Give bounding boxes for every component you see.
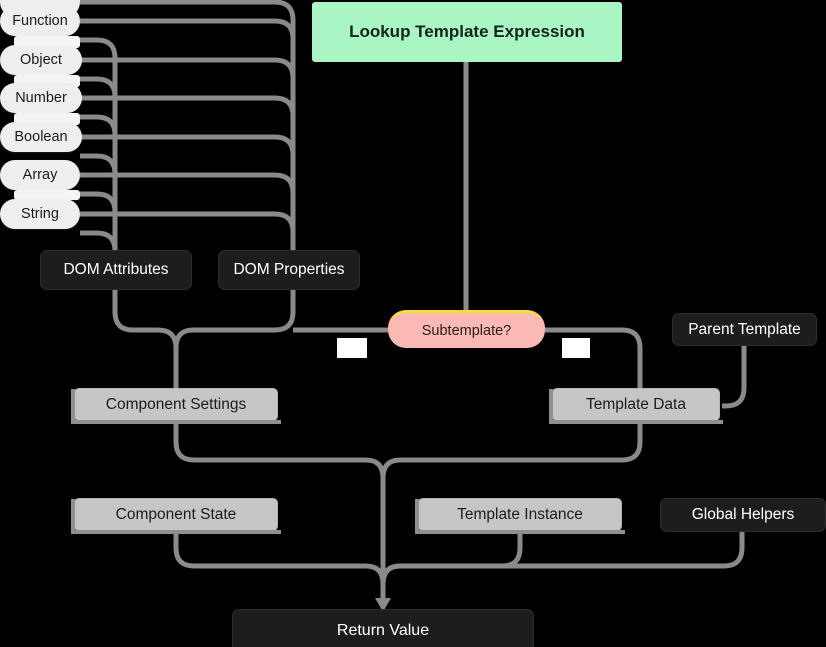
wire-string-right <box>80 211 296 250</box>
type-pill-string[interactable]: String <box>0 199 80 229</box>
type-pill-array[interactable]: Array <box>0 160 80 190</box>
node-label-lookup-template-expression: Lookup Template Expression <box>349 22 585 41</box>
node-return-value[interactable]: Return Value <box>232 609 534 647</box>
node-lookup-template-expression[interactable]: Lookup Template Expression <box>312 2 622 62</box>
node-label-global-helpers: Global Helpers <box>691 506 795 523</box>
wire-subtemplate-to-template-data <box>545 327 643 388</box>
wire-mid-join <box>380 457 401 479</box>
type-pill-label-number: Number <box>15 90 67 106</box>
node-parent-template[interactable]: Parent Template <box>672 313 817 346</box>
wire-domattr-down <box>112 290 158 333</box>
edge-label-subtemplate-right <box>562 338 590 358</box>
wire-parent-to-template-data <box>722 345 747 409</box>
wire-domprop-down <box>193 290 296 333</box>
type-pill-label-boolean: Boolean <box>14 129 68 145</box>
wire-number-left <box>80 114 118 250</box>
node-global-helpers[interactable]: Global Helpers <box>660 498 826 532</box>
wire-number-right <box>80 95 296 250</box>
node-subtemplate-decision[interactable]: Subtemplate? <box>388 310 545 348</box>
node-label-component-settings: Component Settings <box>105 395 247 413</box>
node-label-subtemplate: Subtemplate? <box>421 322 512 339</box>
wire-function-right <box>80 18 296 250</box>
wire-merge-to-component-settings <box>157 327 179 388</box>
type-pill-object[interactable]: Object <box>0 45 82 75</box>
node-dom-properties[interactable]: DOM Properties <box>218 250 360 290</box>
node-template-data[interactable]: Template Data <box>549 388 723 424</box>
node-component-settings[interactable]: Component Settings <box>71 388 281 424</box>
node-label-return-value: Return Value <box>336 622 430 639</box>
wire-object-left <box>80 76 118 250</box>
wire-string-left <box>80 230 118 252</box>
type-pill-label-string: String <box>21 206 59 222</box>
wire-function-left <box>80 37 118 250</box>
node-label-parent-template: Parent Template <box>688 320 801 338</box>
wire-object-right <box>80 57 296 250</box>
wire-component-state-to-return <box>173 530 386 600</box>
node-dom-attributes[interactable]: DOM Attributes <box>40 250 192 290</box>
wire-template-data-down <box>400 420 643 463</box>
wire-boolean-left <box>80 153 118 250</box>
pill-shade-array <box>14 190 80 200</box>
type-pill-label-array: Array <box>22 167 58 183</box>
wire-merge-join <box>173 327 194 349</box>
node-label-template-data: Template Data <box>586 395 686 413</box>
wire-template-instance-to-return <box>380 530 523 600</box>
node-label-template-instance: Template Instance <box>457 505 583 523</box>
wire-mid-to-return <box>365 457 386 600</box>
wire-global-helpers-to-return <box>380 532 745 600</box>
type-pill-number[interactable]: Number <box>0 83 82 113</box>
type-pill-label-object: Object <box>20 52 62 68</box>
edge-label-subtemplate-left <box>337 338 367 358</box>
type-pill-boolean[interactable]: Boolean <box>0 122 82 152</box>
node-label-dom-attributes: DOM Attributes <box>63 261 169 278</box>
type-pill-label-function: Function <box>12 13 68 29</box>
node-label-component-state: Component State <box>115 505 237 523</box>
wire-array-right <box>80 172 296 250</box>
wire-pill0-right <box>80 0 296 250</box>
wire-component-settings-down <box>173 420 366 463</box>
node-label-dom-properties: DOM Properties <box>233 261 345 278</box>
wire-boolean-right <box>80 134 296 250</box>
node-component-state[interactable]: Component State <box>71 498 281 534</box>
type-pill-function[interactable]: Function <box>0 6 80 36</box>
wire-array-left <box>80 191 118 250</box>
node-template-instance[interactable]: Template Instance <box>415 498 625 534</box>
